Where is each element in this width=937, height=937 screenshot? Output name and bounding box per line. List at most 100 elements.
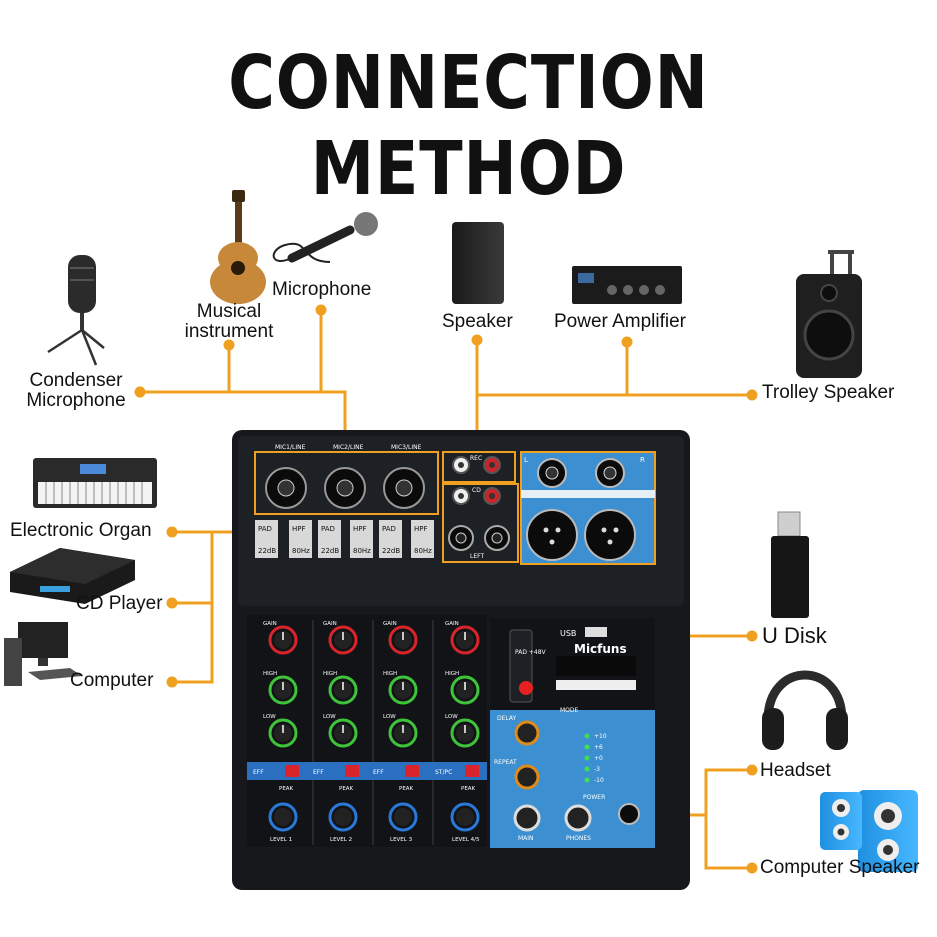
- knob-ch2-high[interactable]: [328, 675, 358, 705]
- knob-ch4-gain[interactable]: [450, 625, 480, 655]
- eff-label: EFF: [253, 769, 264, 776]
- trolley-speaker-icon: [796, 250, 862, 378]
- knob-ch1-low[interactable]: [268, 718, 298, 748]
- computer-speaker-label: Computer Speaker: [760, 857, 920, 878]
- brand-label: Micfuns: [574, 642, 627, 656]
- knob-row-label: LOW: [445, 714, 458, 720]
- knob-ch2-low[interactable]: [328, 718, 358, 748]
- knob-row-label: HIGH: [383, 671, 397, 677]
- musical-instrument-label: Musical instrument: [184, 301, 274, 342]
- u-disk-label: U Disk: [762, 623, 827, 648]
- mixer-labels: MIC1/LINE MIC2/LINE MIC3/LINE REC CD LEF…: [253, 444, 645, 843]
- knob-row-label: LOW: [383, 714, 396, 720]
- cd-player-label: CD Player: [76, 593, 163, 614]
- knob-ch4-low[interactable]: [450, 718, 480, 748]
- computer-icon: [4, 622, 82, 686]
- svg-text:22dB: 22dB: [258, 547, 276, 555]
- level-label: LEVEL 3: [390, 837, 413, 843]
- speaker-icon: [452, 222, 504, 304]
- level-knob-ch1[interactable]: [268, 802, 298, 832]
- r-label: R: [640, 456, 645, 464]
- cd-label: CD: [472, 487, 481, 494]
- knob-ch2-gain[interactable]: [328, 625, 358, 655]
- speaker-label: Speaker: [442, 311, 513, 332]
- power-amplifier-label: Power Amplifier: [554, 311, 686, 332]
- l-label: L: [524, 456, 528, 464]
- input-label-2: MIC2/LINE: [333, 444, 364, 451]
- meter-value: +0: [594, 755, 603, 762]
- usb-label: USB: [560, 629, 576, 638]
- knob-phones: [564, 804, 592, 832]
- meter-value: -10: [594, 777, 604, 784]
- svg-text:HPF: HPF: [353, 525, 367, 533]
- knob-ch3-high[interactable]: [388, 675, 418, 705]
- knob-repeat: [514, 764, 540, 790]
- level-label: LEVEL 2: [330, 837, 352, 843]
- knob-ch3-low[interactable]: [388, 718, 418, 748]
- microphone-icon: [272, 212, 378, 263]
- level-knob-ch2[interactable]: [328, 802, 358, 832]
- knob-row-label: GAIN: [383, 621, 397, 627]
- knob-main: [513, 804, 541, 832]
- svg-text:PAD: PAD: [321, 525, 335, 533]
- svg-text:80Hz: 80Hz: [353, 547, 371, 555]
- knob-row-label: HIGH: [445, 671, 459, 677]
- svg-text:80Hz: 80Hz: [292, 547, 310, 555]
- svg-text:PAD: PAD: [382, 525, 396, 533]
- repeat-label: REPEAT: [494, 759, 517, 766]
- meter-value: +10: [594, 733, 607, 740]
- svg-text:HPF: HPF: [292, 525, 306, 533]
- knob-row-label: GAIN: [445, 621, 459, 627]
- computer-label: Computer: [70, 670, 154, 691]
- pad48-label: PAD +48V: [515, 649, 547, 656]
- microphone-label: Microphone: [272, 279, 372, 300]
- delay-label: DELAY: [497, 715, 517, 722]
- page-title: CONNECTION METHOD: [228, 40, 709, 212]
- knob-ch1-gain[interactable]: [268, 625, 298, 655]
- knob-ch1-high[interactable]: [268, 675, 298, 705]
- u-disk-icon: [771, 511, 809, 618]
- connector-dots: [134, 304, 758, 874]
- svg-text:22dB: 22dB: [321, 547, 339, 555]
- knob-ch4-high[interactable]: [450, 675, 480, 705]
- level-label: LEVEL 1: [270, 837, 292, 843]
- knob-row-label: GAIN: [263, 621, 277, 627]
- level-knob-ch3[interactable]: [388, 802, 418, 832]
- left-label: LEFT: [470, 553, 484, 560]
- condenser-microphone-icon: [47, 255, 105, 366]
- knob-row-label: HIGH: [263, 671, 277, 677]
- input-label-3: MIC3/LINE: [391, 444, 422, 451]
- phones-label: PHONES: [566, 835, 591, 842]
- eff-label: EFF: [373, 769, 384, 776]
- peak-label: PEAK: [399, 786, 414, 792]
- peak-label: PEAK: [279, 786, 294, 792]
- level-label: LEVEL 4/5: [452, 837, 480, 843]
- knob-ch3-gain[interactable]: [388, 625, 418, 655]
- knob-row-label: LOW: [323, 714, 336, 720]
- main-label: MAIN: [518, 835, 534, 842]
- cd-player-icon: [10, 548, 135, 604]
- channel-knobs: [268, 625, 480, 832]
- headset-icon: [762, 670, 848, 750]
- knob-row-label: HIGH: [323, 671, 337, 677]
- xlr-combo-jacks: [265, 467, 425, 509]
- meter-value: +6: [594, 744, 603, 751]
- mode-label: MODE: [560, 707, 579, 714]
- eff-label: EFF: [313, 769, 324, 776]
- electronic-organ-label: Electronic Organ: [10, 520, 152, 541]
- headset-label: Headset: [760, 760, 831, 781]
- peak-label: PEAK: [339, 786, 354, 792]
- guitar-icon: [210, 190, 266, 304]
- power-label: POWER: [583, 794, 605, 801]
- knob-row-label: GAIN: [323, 621, 337, 627]
- knob-row-label: LOW: [263, 714, 276, 720]
- computer-speaker-icon: [820, 790, 918, 872]
- condenser-microphone-label: Condenser Microphone: [26, 370, 126, 411]
- trolley-speaker-label: Trolley Speaker: [762, 382, 895, 403]
- eff-label: ST/PC: [435, 769, 452, 776]
- peak-label: PEAK: [461, 786, 476, 792]
- level-knob-ch4[interactable]: [450, 802, 480, 832]
